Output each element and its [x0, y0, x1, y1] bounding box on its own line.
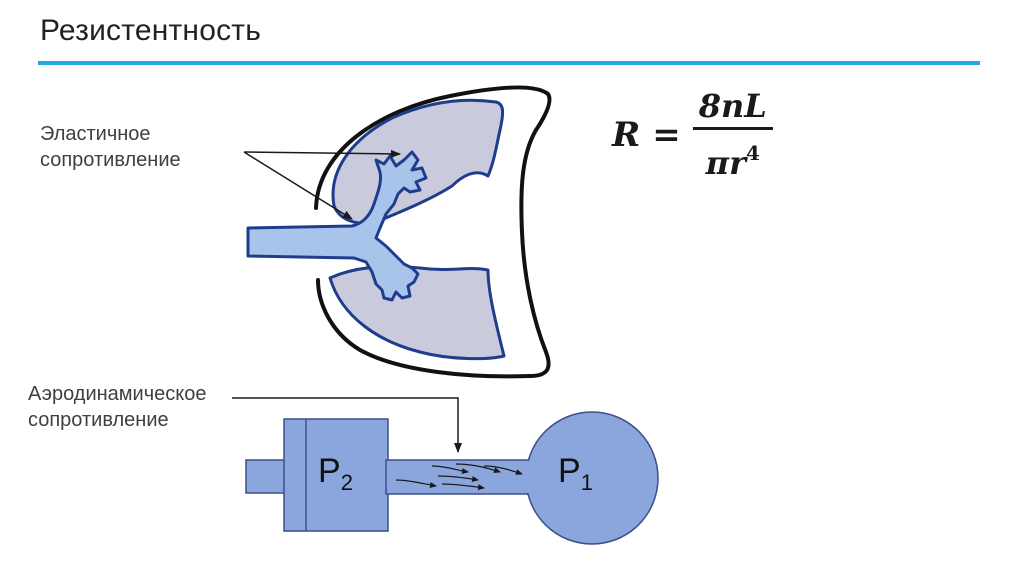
aero-pointer-line: [232, 397, 462, 453]
pressure-p1-label: P1: [558, 452, 593, 496]
elastic-label-line1: Эластичное: [40, 123, 151, 145]
p2-base: P: [318, 452, 341, 490]
elastic-pointer-line-2: [243, 151, 353, 220]
p1-subscript: 1: [580, 470, 593, 495]
flow-arrow: [395, 479, 437, 488]
flow-arrow: [483, 465, 523, 475]
airway-tree: [246, 150, 428, 302]
balloon-joint-cover: [520, 461, 540, 493]
pressure-p2-label: P2: [318, 452, 353, 496]
aero-label-line2: сопротивление: [28, 409, 169, 431]
tube-joint-cover: [387, 461, 537, 493]
flow-arrow: [455, 463, 501, 473]
formula-lhs: R: [612, 114, 641, 155]
flow-arrow: [431, 465, 469, 474]
formula-denominator: πr: [705, 144, 746, 182]
elastic-resistance-label: Эластичное сопротивление: [40, 121, 181, 173]
piston-rod: [245, 459, 287, 494]
title-underline: [38, 61, 980, 65]
elastic-label-line2: сопротивление: [40, 149, 181, 171]
formula-numerator: 8nL: [698, 87, 767, 125]
piston-cylinder: [283, 418, 389, 532]
flow-arrow: [441, 483, 485, 491]
formula-fraction: 8nL πr4: [692, 86, 773, 183]
p1-base: P: [558, 452, 581, 490]
aerodynamic-resistance-label: Аэродинамическое сопротивление: [28, 381, 207, 433]
fraction-bar: [692, 127, 773, 130]
formula-exponent: 4: [745, 141, 760, 165]
formula-equals: =: [652, 114, 681, 155]
flow-arrow: [437, 475, 479, 482]
aero-label-line1: Аэродинамическое: [28, 383, 207, 405]
p2-subscript: 2: [340, 470, 353, 495]
resistance-formula: R = 8nL πr4: [612, 86, 773, 183]
elastic-pointer-line-1: [243, 149, 401, 158]
chest-wall-outline: [314, 85, 552, 379]
formula-denominator-wrap: πr4: [700, 133, 766, 183]
page-title: Резистентность: [40, 14, 262, 47]
lower-lung-lobe: [328, 265, 506, 361]
